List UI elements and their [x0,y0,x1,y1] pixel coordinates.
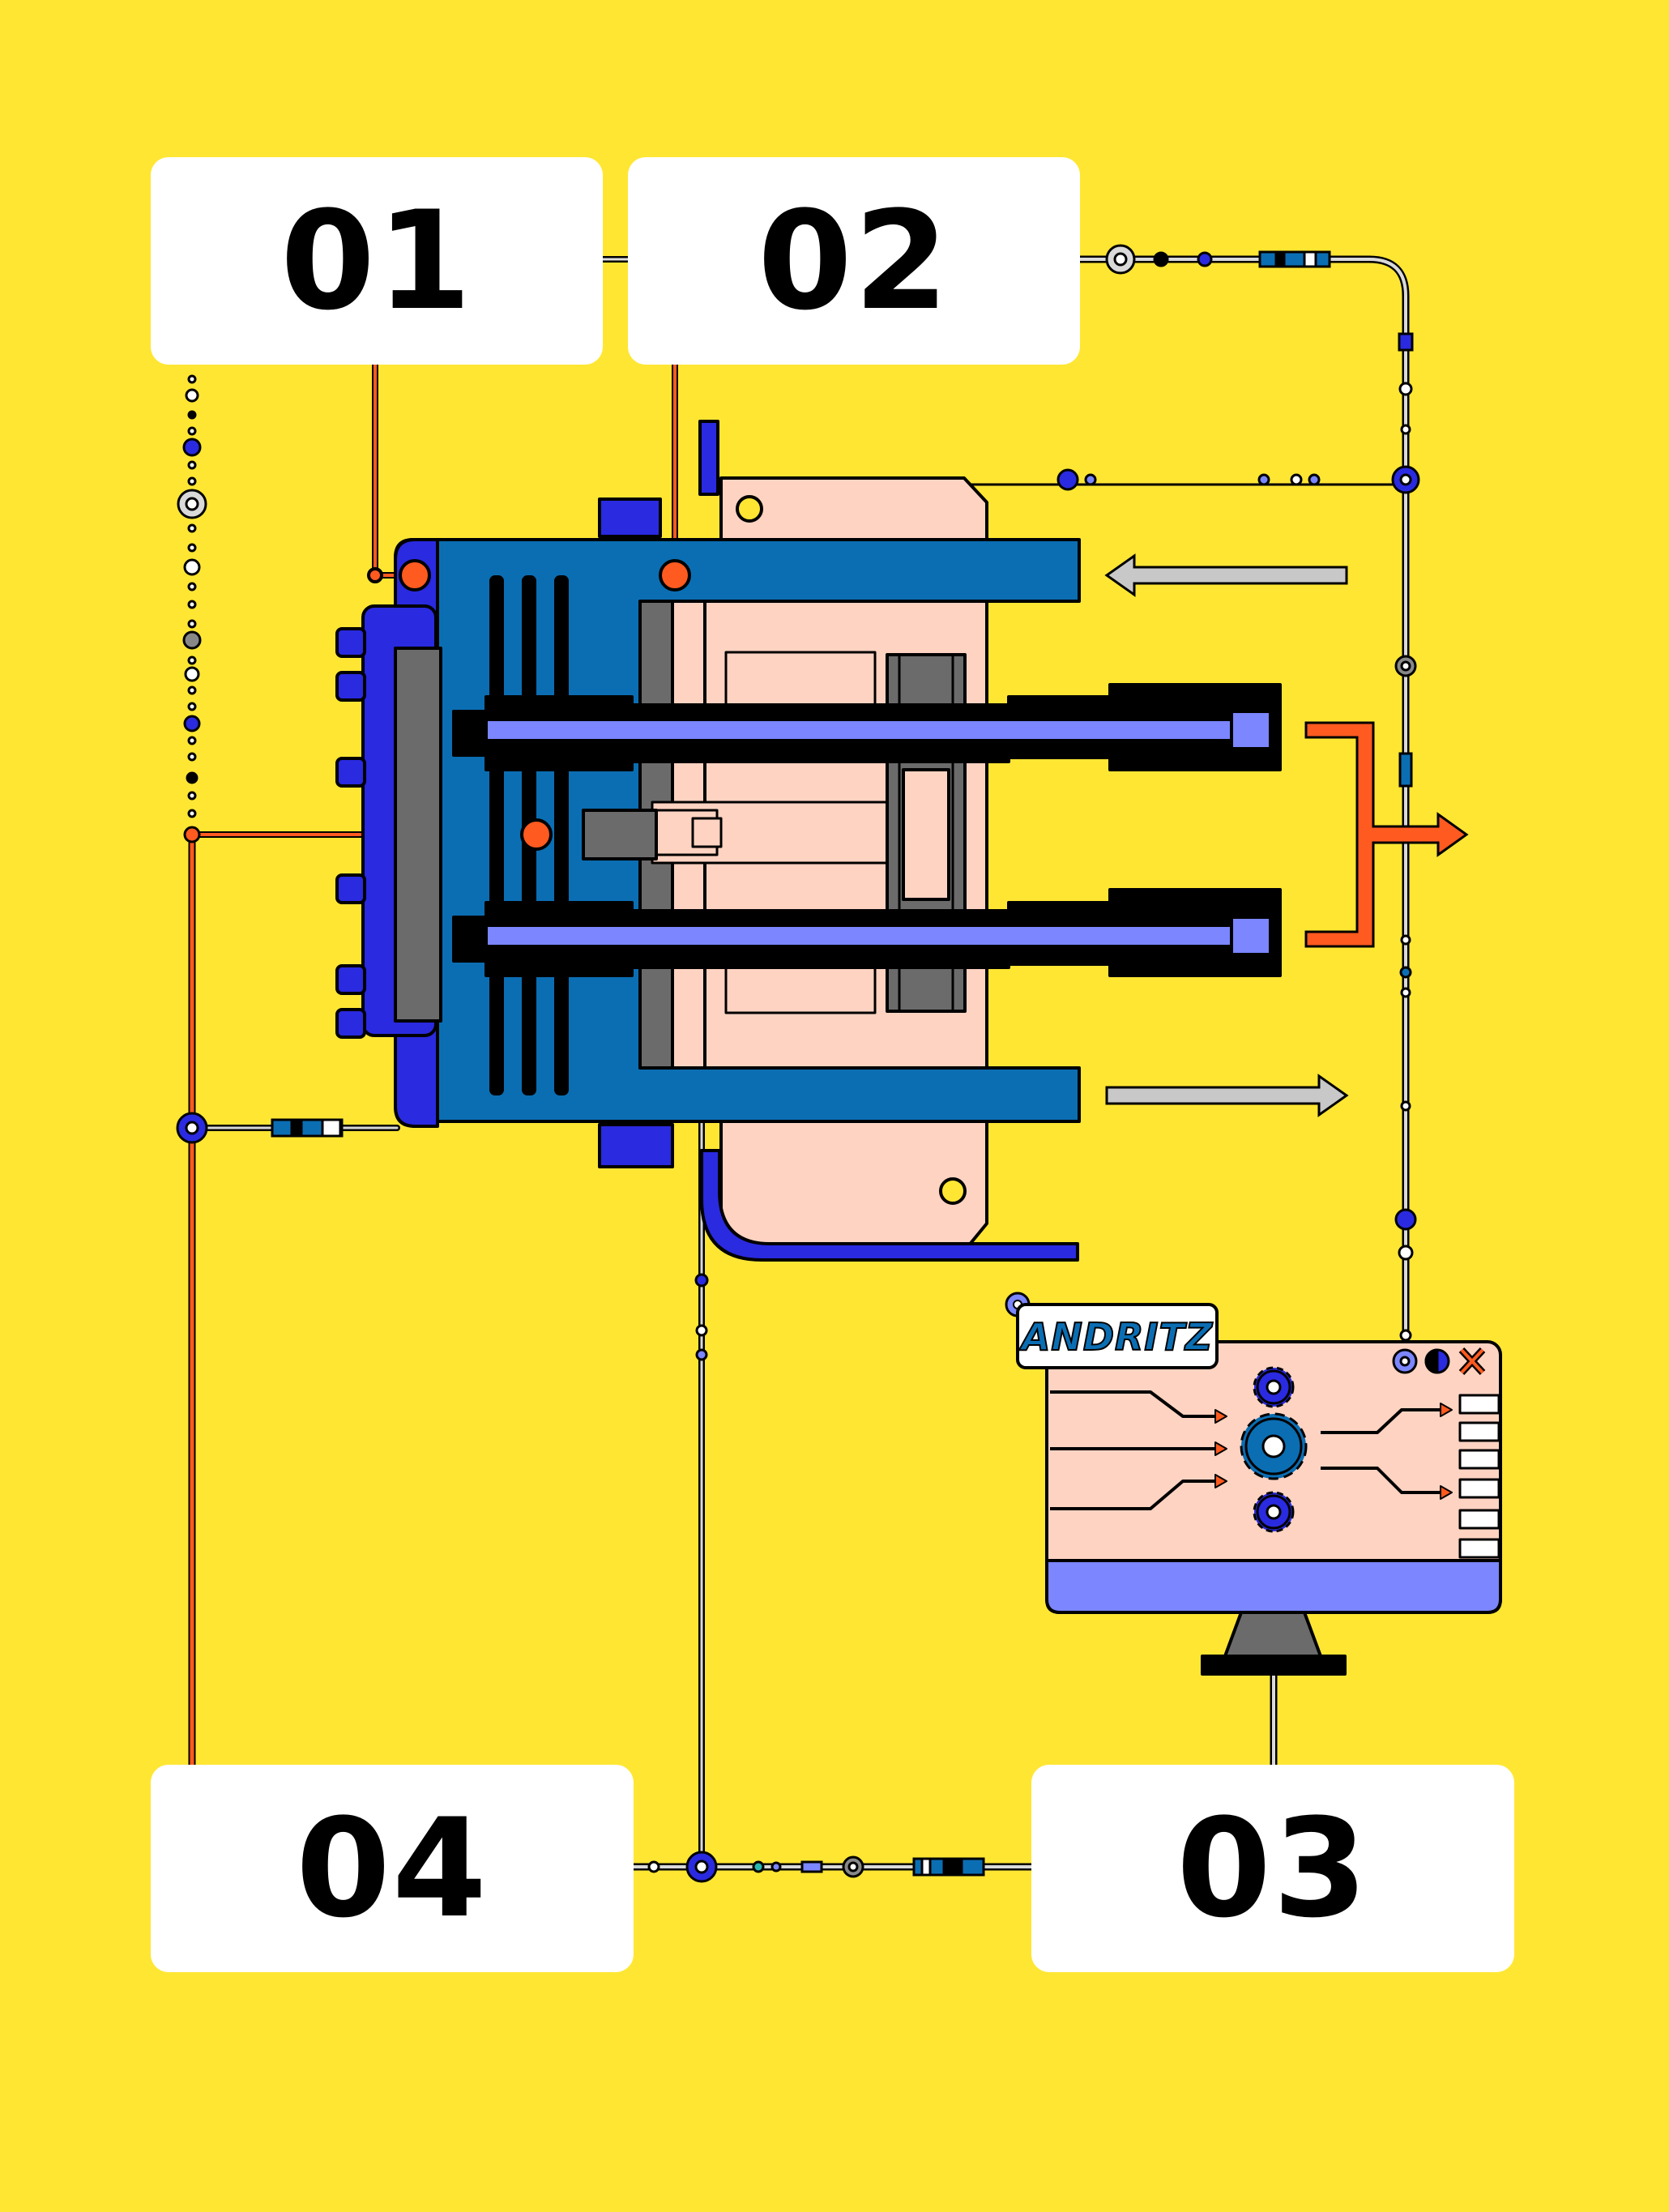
step-box-03: 03 [1031,1765,1514,1972]
monitor [1005,1292,1502,1676]
monitor-logo: ANDRITZ [1019,1315,1214,1359]
arrow-right-icon [1105,1074,1349,1117]
step-box-01: 01 [151,157,603,365]
step-box-04: 04 [151,1765,634,1972]
bottom-line-components [647,1273,985,1883]
gear-icon [1240,1412,1308,1480]
arrow-left-icon [1104,553,1348,597]
close-icon [1458,1347,1486,1376]
step-number: 03 [1176,1789,1369,1948]
machine [335,420,1282,1262]
gear-icon [1253,1491,1295,1533]
flow-arrows [1104,553,1349,1117]
step-number: 02 [758,181,950,340]
step-box-02: 02 [628,157,1080,365]
gear-icon [1253,1366,1295,1408]
top-line-components [1056,244,1420,1342]
step-number: 04 [296,1789,489,1948]
left-dotted-column [177,374,207,843]
left-line-components [176,1112,344,1144]
step-number: 01 [280,181,473,340]
output-arrow-icon [1304,721,1469,948]
